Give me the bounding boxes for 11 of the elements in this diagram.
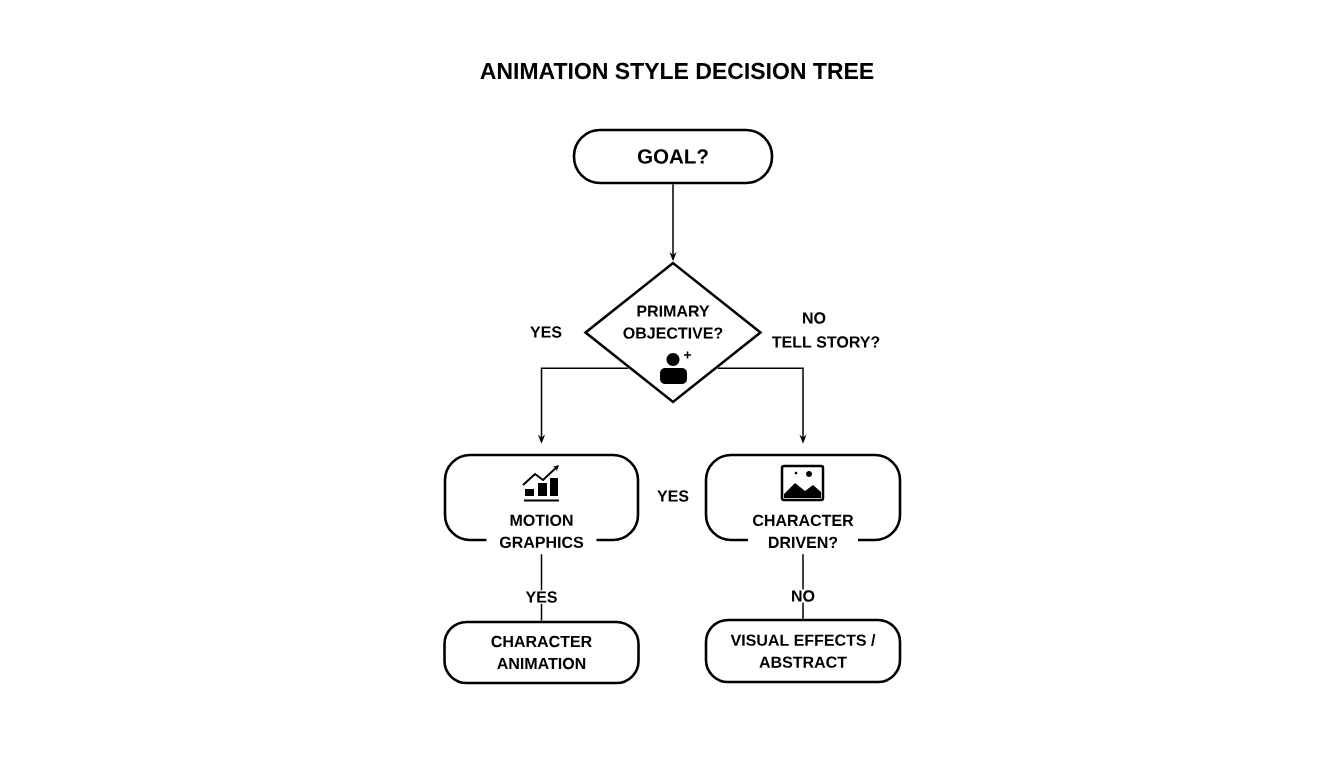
process-box: CHARACTER DRIVEN? [704, 453, 902, 550]
title: ANIMATION STYLE DECISION TREE [480, 62, 874, 80]
result-box: CHARACTER ANIMATION [443, 620, 640, 685]
edge-label: YES [524, 590, 559, 604]
terminal-box: GOAL? [572, 128, 774, 185]
process-box: MOTION GRAPHICS [443, 453, 640, 550]
edge-label: NO [790, 589, 816, 603]
result-box: VISUAL EFFECTS / ABSTRACT [704, 618, 902, 684]
text-label: YES [657, 490, 689, 502]
edge-label: NO [803, 312, 826, 324]
edge-label: YES [530, 326, 562, 338]
